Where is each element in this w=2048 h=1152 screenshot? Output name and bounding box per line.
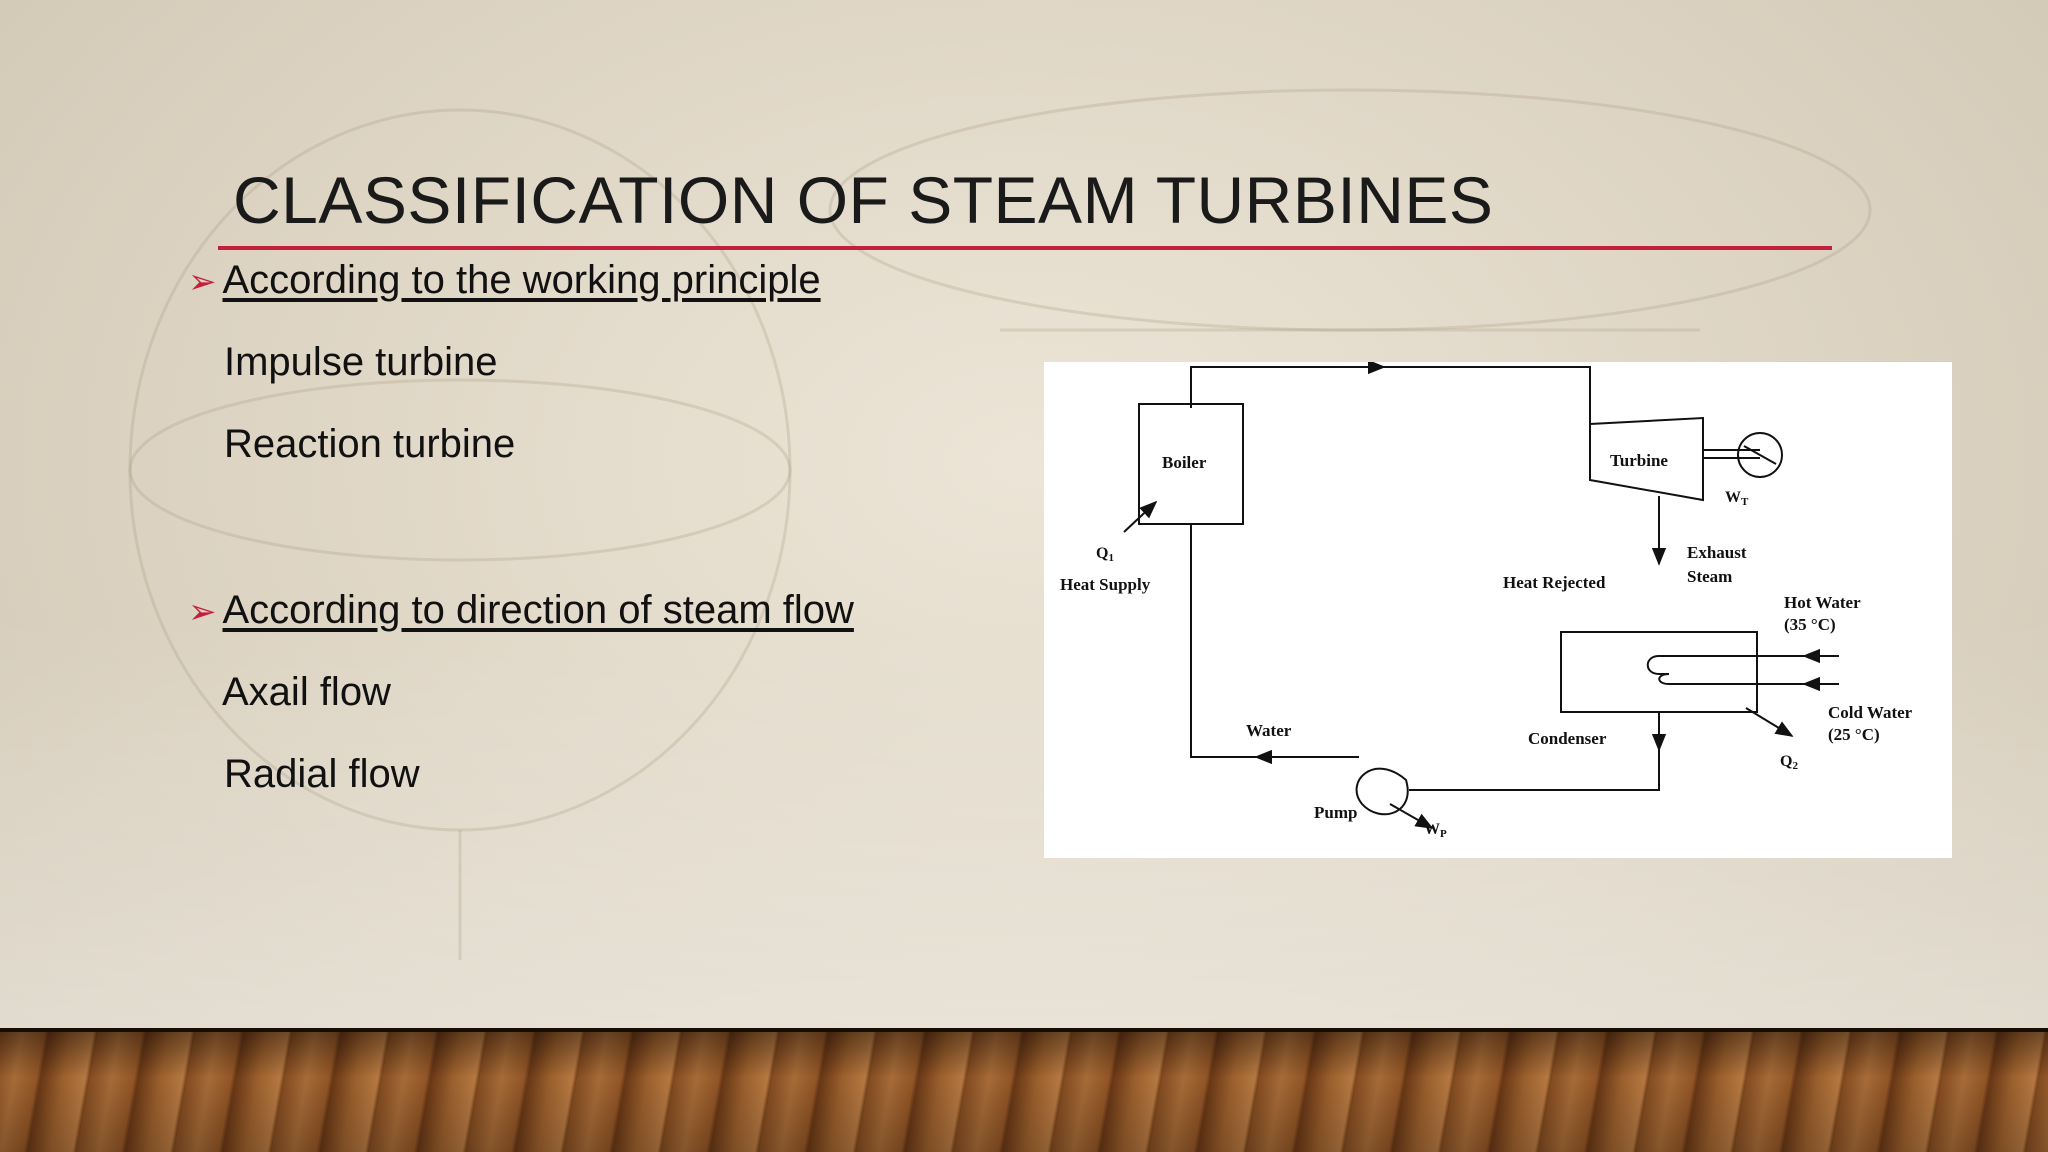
heat-supply-arrow (1123, 500, 1158, 533)
generator-icon (1737, 432, 1783, 478)
turbine-shape (1589, 416, 1704, 502)
arrow-bullet-icon: ➢ (188, 593, 217, 631)
heat-rejected-arrow (1745, 707, 1794, 737)
vintage-balloon-illustration (128, 88, 1872, 960)
wood-floor-shading (0, 1028, 2048, 1152)
feedwater-line (1190, 524, 1359, 758)
label-wt: WT (1725, 489, 1749, 508)
condenser-coil (1646, 655, 1839, 685)
pump-icon (1355, 767, 1409, 816)
section-heading-steam-flow: ➢According to direction of steam flow (188, 588, 854, 633)
pump-work-arrow (1389, 803, 1434, 829)
label-q2: Q2 (1780, 753, 1798, 772)
rankine-cycle-diagram: Boiler Turbine WT Q1 Heat Supply Heat Re… (1044, 359, 1952, 858)
section-heading-text: According to direction of steam flow (222, 588, 854, 632)
label-pump: Pump (1314, 803, 1357, 822)
section-heading-working-principle: ➢According to the working principle (188, 258, 821, 303)
list-item-reaction-turbine: Reaction turbine (224, 422, 516, 466)
label-heat-rejected: Heat Rejected (1503, 573, 1606, 592)
label-water: Water (1246, 721, 1292, 740)
label-cold-water-temp: (25 °C) (1828, 725, 1880, 744)
list-item-axail-flow: Axail flow (222, 670, 391, 714)
section-heading-text: According to the working principle (222, 258, 821, 302)
label-steam: Steam (1687, 567, 1732, 586)
label-boiler: Boiler (1162, 453, 1207, 472)
balloon-outline (128, 108, 792, 832)
label-condenser: Condenser (1528, 729, 1607, 748)
steam-line (1190, 366, 1591, 424)
label-cold-water: Cold Water (1828, 703, 1913, 722)
label-hot-water: Hot Water (1784, 593, 1861, 612)
label-hot-water-temp: (35 °C) (1784, 615, 1836, 634)
label-wp: WP (1424, 821, 1447, 840)
arrow-bullet-icon: ➢ (188, 263, 217, 301)
label-heat-supply: Heat Supply (1060, 575, 1151, 594)
title-underline-rule (218, 246, 1832, 250)
condensate-line (1409, 712, 1660, 791)
slide-title: CLASSIFICATION OF STEAM TURBINES (233, 163, 1494, 237)
label-exhaust: Exhaust (1687, 543, 1747, 562)
label-q1: Q1 (1096, 545, 1114, 564)
airship-outline (828, 88, 1872, 332)
label-turbine: Turbine (1610, 451, 1668, 470)
balloon-band (128, 378, 792, 562)
condenser-box (1560, 631, 1758, 713)
list-item-impulse-turbine: Impulse turbine (224, 340, 498, 384)
wood-floor (0, 1028, 2048, 1152)
list-item-radial-flow: Radial flow (224, 752, 420, 796)
